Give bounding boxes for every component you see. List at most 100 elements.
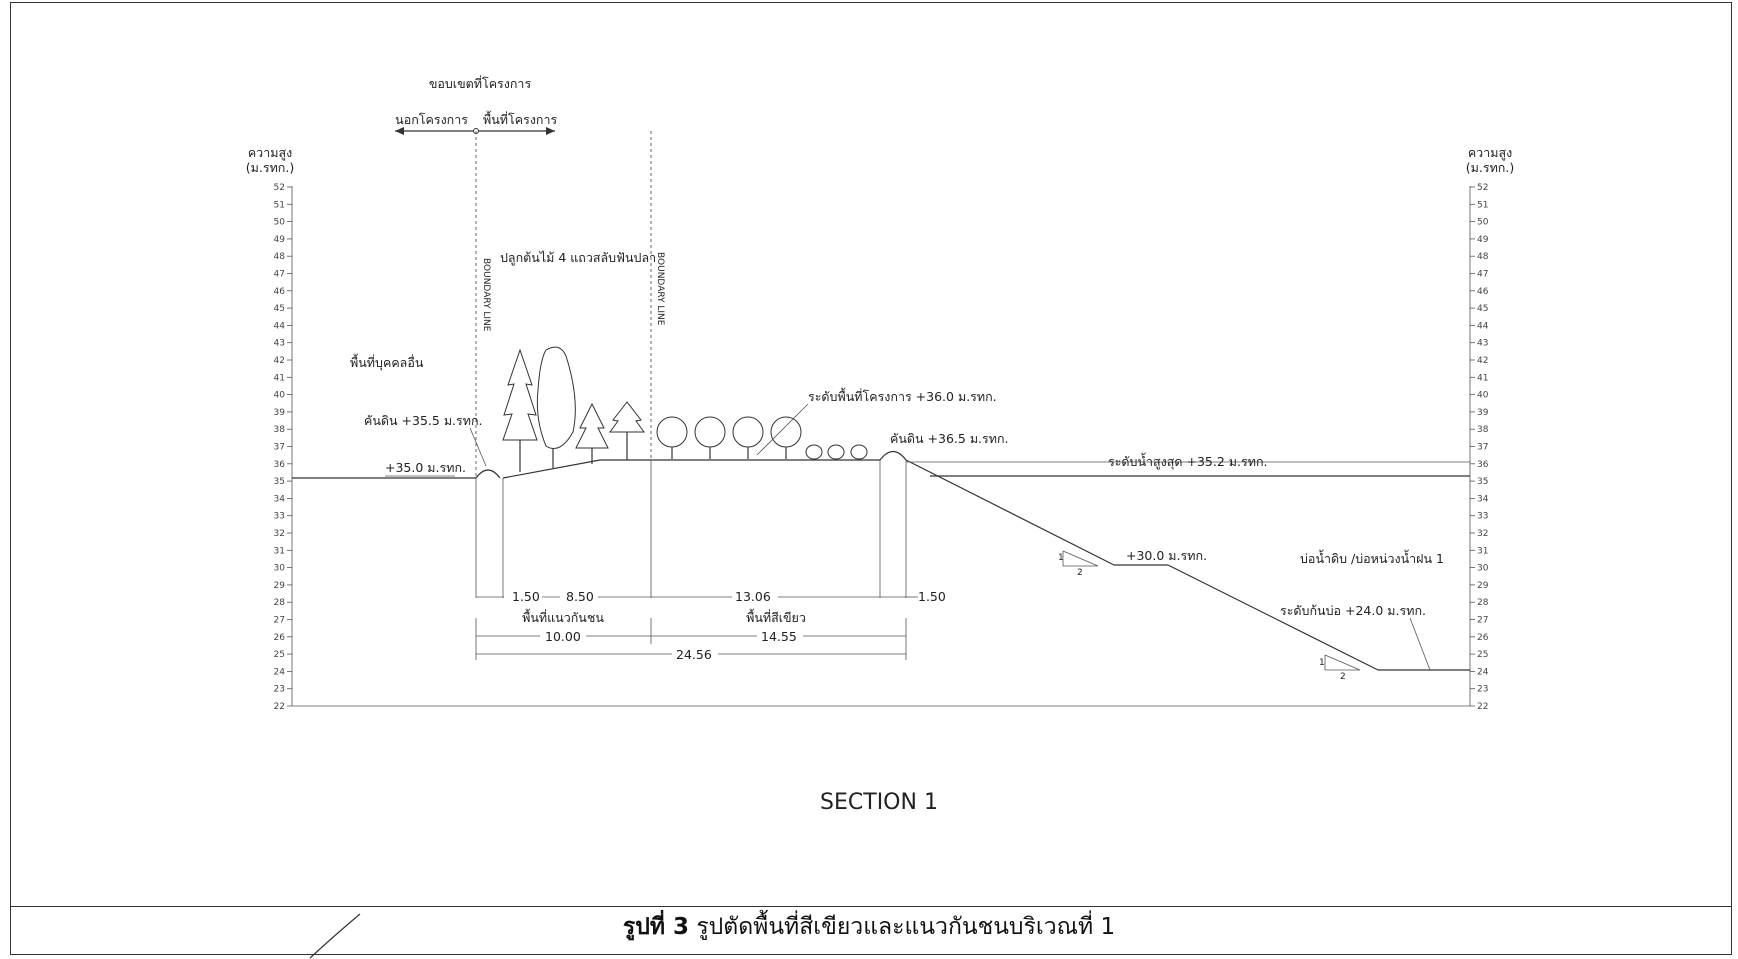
pen-stroke-mark bbox=[309, 913, 361, 959]
tick-label: 24 bbox=[274, 667, 286, 677]
arrow-left-icon bbox=[395, 127, 404, 135]
buffer-zone-label: พื้นที่แนวกันชน bbox=[522, 608, 604, 625]
section-title: SECTION 1 bbox=[820, 790, 938, 815]
tick-label: 32 bbox=[274, 529, 285, 539]
tick-label: 37 bbox=[274, 443, 285, 453]
left-axis-label-1: ความสูง bbox=[248, 145, 292, 161]
figure-caption: รูปที่ 3 รูปตัดพื้นที่สีเขียวและแนวกันชน… bbox=[0, 909, 1738, 945]
tick-label: 35 bbox=[1477, 477, 1488, 487]
tick-label: 34 bbox=[1477, 494, 1489, 504]
tick-label: 44 bbox=[1477, 321, 1489, 331]
tick-label: 28 bbox=[274, 598, 286, 608]
tick-label: 46 bbox=[1477, 287, 1489, 297]
dim-1-50-right: 1.50 bbox=[918, 589, 946, 604]
tick-label: 47 bbox=[274, 270, 285, 280]
tick-label: 39 bbox=[1477, 408, 1489, 418]
slope-v-1: 1 bbox=[1058, 553, 1064, 563]
dim-10-00: 10.00 bbox=[545, 629, 581, 644]
other-land-label: พื้นที่บุคคลอื่น bbox=[350, 353, 424, 371]
tick-label: 51 bbox=[1477, 200, 1488, 210]
tick-label: 39 bbox=[274, 408, 286, 418]
tick-label: 41 bbox=[274, 373, 285, 383]
pond-name-label: บ่อน้ำดิบ /บ่อหน่วงน้ำฝน 1 bbox=[1300, 549, 1444, 566]
slope-h-2: 2 bbox=[1340, 672, 1346, 682]
shrub-icon bbox=[827, 444, 845, 460]
tick-label: 35 bbox=[274, 477, 285, 487]
boundary-line-left-label: BOUNDARY LINE bbox=[481, 258, 491, 332]
slope-h-1: 2 bbox=[1077, 568, 1083, 578]
tick-label: 49 bbox=[274, 235, 286, 245]
tick-label: 33 bbox=[274, 512, 285, 522]
tick-label: 33 bbox=[1477, 512, 1488, 522]
tick-label: 22 bbox=[274, 702, 285, 712]
tick-label: 43 bbox=[274, 339, 285, 349]
tick-label: 30 bbox=[274, 564, 286, 574]
tick-label: 48 bbox=[274, 252, 286, 262]
slope-marker-2: 1 2 bbox=[1319, 654, 1361, 682]
dim-24-56: 24.56 bbox=[676, 647, 712, 662]
shrub-icon bbox=[805, 444, 823, 460]
tick-label: 50 bbox=[274, 218, 286, 228]
tick-label: 42 bbox=[1477, 356, 1488, 366]
tick-label: 45 bbox=[1477, 304, 1488, 314]
dim-8-50: 8.50 bbox=[566, 589, 594, 604]
round-tree-icon bbox=[656, 416, 688, 448]
tick-label: 42 bbox=[274, 356, 285, 366]
tick-label: 25 bbox=[1477, 650, 1488, 660]
round-tree-icon bbox=[694, 416, 726, 448]
project-area-label: พื้นที่โครงการ bbox=[483, 110, 558, 127]
caption-bar bbox=[10, 906, 1732, 955]
round-tree-icon bbox=[770, 416, 802, 448]
tree-planting-note: ปลูกต้นไม้ 4 แถวสลับฟันปลา bbox=[500, 250, 656, 266]
tick-label: 24 bbox=[1477, 667, 1489, 677]
tick-label: 26 bbox=[274, 633, 286, 643]
outside-project-label: นอกโครงการ bbox=[395, 112, 468, 127]
tick-label: 29 bbox=[274, 581, 286, 591]
tick-label: 23 bbox=[1477, 685, 1488, 695]
tick-label: 52 bbox=[1477, 183, 1488, 193]
tick-label: 31 bbox=[1477, 546, 1488, 556]
tick-label: 31 bbox=[274, 546, 285, 556]
tick-label: 22 bbox=[1477, 702, 1488, 712]
right-elevation-axis: ความสูง (ม.รทก.) 22232425262728293031323… bbox=[1466, 145, 1514, 712]
tick-label: 36 bbox=[274, 460, 286, 470]
drawing-frame bbox=[10, 2, 1732, 955]
tick-label: 40 bbox=[1477, 391, 1489, 401]
project-boundary-label: ขอบเขตที่โครงการ bbox=[429, 75, 532, 91]
dim-1-50-left: 1.50 bbox=[512, 589, 540, 604]
tick-label: 52 bbox=[274, 183, 285, 193]
dim-13-06: 13.06 bbox=[735, 589, 771, 604]
boundary-line-right-label: BOUNDARY LINE bbox=[655, 252, 665, 326]
tick-label: 48 bbox=[1477, 252, 1489, 262]
tick-label: 37 bbox=[1477, 443, 1488, 453]
green-area-trees bbox=[656, 416, 802, 459]
right-axis-label-2: (ม.รทก.) bbox=[1466, 160, 1514, 175]
tick-label: 49 bbox=[1477, 235, 1489, 245]
tick-label: 32 bbox=[1477, 529, 1488, 539]
round-tree-icon bbox=[732, 416, 764, 448]
tick-label: 26 bbox=[1477, 633, 1489, 643]
project-level-label: ระดับพื้นที่โครงการ +36.0 ม.รทก. bbox=[808, 387, 997, 404]
dim-14-55: 14.55 bbox=[761, 629, 797, 644]
ground-profile bbox=[292, 450, 1470, 671]
round-tree-icon bbox=[609, 401, 645, 460]
max-water-label: ระดับน้ำสูงสุด +35.2 ม.รทก. bbox=[1108, 452, 1268, 470]
tick-label: 30 bbox=[1477, 564, 1489, 574]
tick-label: 47 bbox=[1477, 270, 1488, 280]
tick-label: 29 bbox=[1477, 581, 1489, 591]
berm-right-label: คันดิน +36.5 ม.รทก. bbox=[890, 431, 1009, 446]
tick-label: 45 bbox=[274, 304, 285, 314]
green-zone-label: พื้นที่สีเขียว bbox=[746, 608, 806, 625]
caption-number: รูปที่ 3 bbox=[622, 914, 690, 940]
tick-label: 46 bbox=[274, 287, 286, 297]
slope-v-2: 1 bbox=[1319, 658, 1325, 668]
tick-label: 50 bbox=[1477, 218, 1489, 228]
arrow-right-icon bbox=[546, 127, 555, 135]
tick-label: 27 bbox=[274, 616, 285, 626]
pond-bottom-label: ระดับก้นบ่อ +24.0 ม.รทก. bbox=[1280, 603, 1426, 618]
tick-label: 51 bbox=[274, 200, 285, 210]
tick-label: 27 bbox=[1477, 616, 1488, 626]
slope-marker-1: 1 2 bbox=[1058, 550, 1099, 578]
berm-left-label: คันดิน +35.5 ม.รทก. bbox=[364, 413, 483, 428]
left-axis-label-2: (ม.รทก.) bbox=[246, 160, 294, 175]
